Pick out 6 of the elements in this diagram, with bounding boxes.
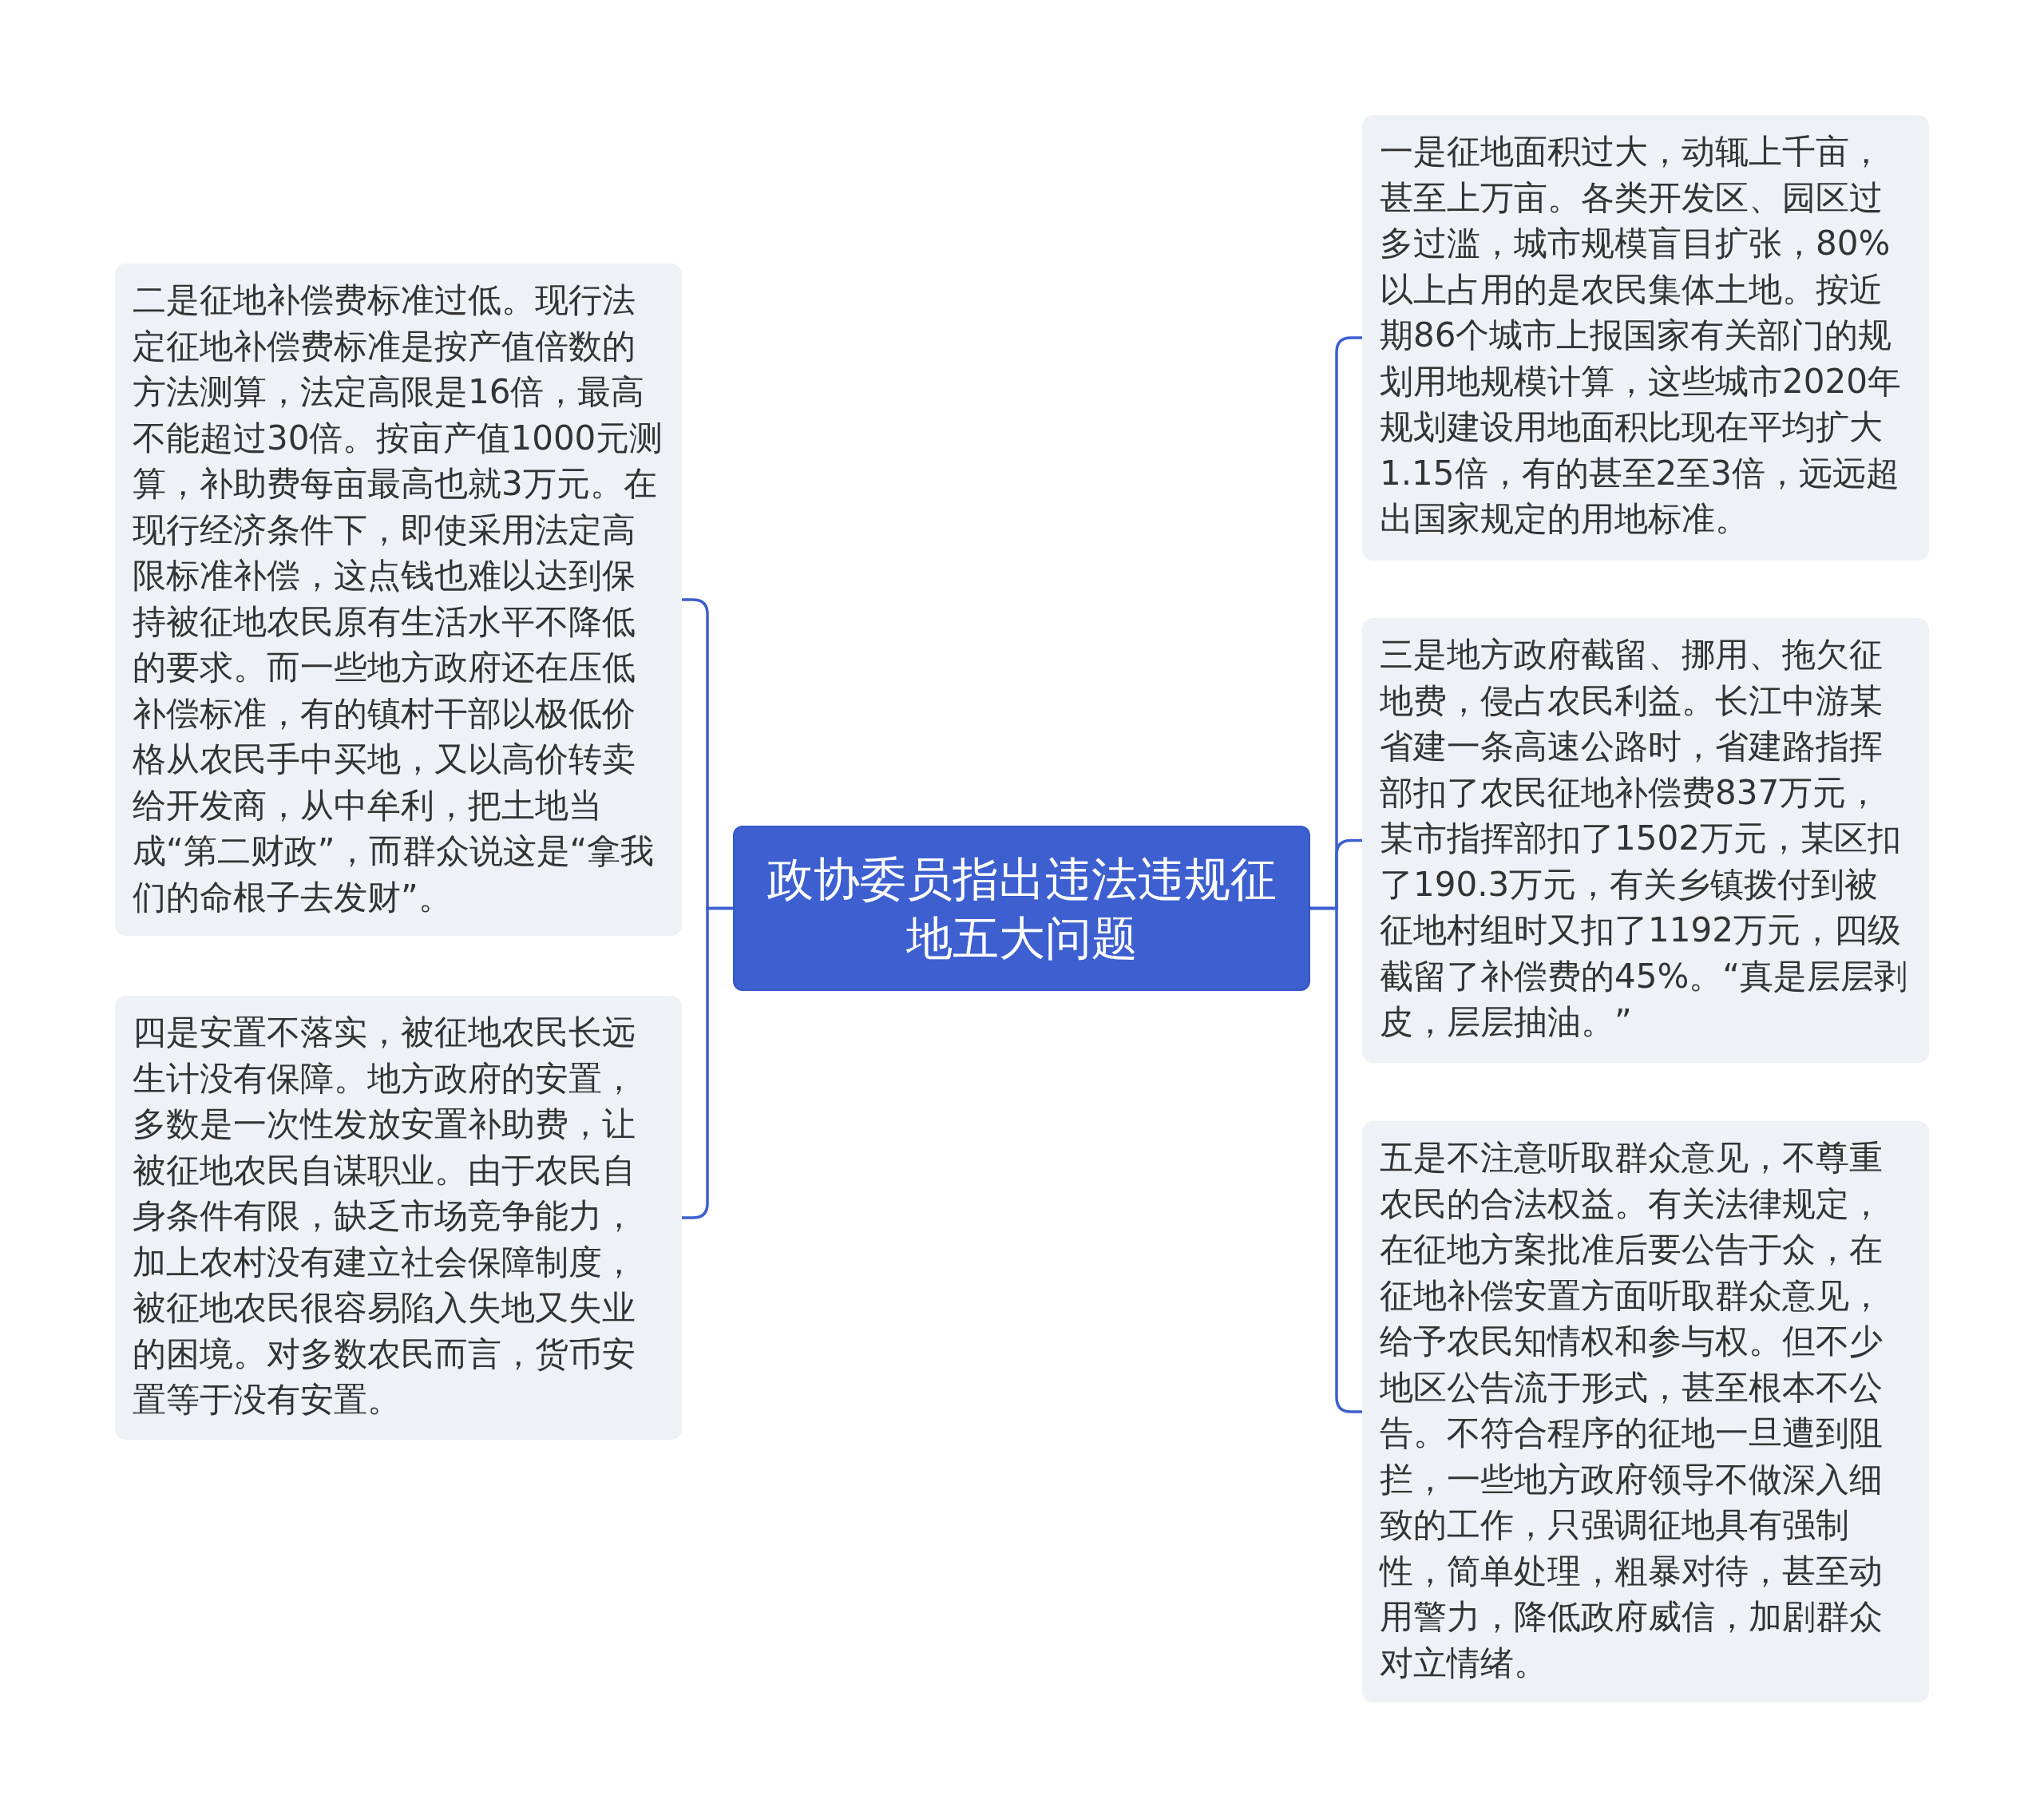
subtopic-box: 一是征地面积过大，动辄上千亩，甚至上万亩。各类开发区、园区过多过滥，城市规模盲目扩张，80%以上占用的是农民集体土地。按近期86个城市上报国家有关部门的规划用地规模计算，这些城市2020年规划建设用地面积比现在平均扩大1.15倍，有的甚至2至3倍，远远超出国家规定的用地标准。 bbox=[1362, 115, 1929, 561]
subtopic-box: 五是不注意听取群众意见，不尊重农民的合法权益。有关法律规定，在征地方案批准后要公告于众，在征地补偿安置方面听取群众意见，给予农民知情权和参与权。但不少地区公告流于形式，甚至根本不公告。不符合程序的征地一旦遭到阻拦，一些地方政府领导不做深入细致的工作，只强调征地具有强制性，简单处理，粗暴对待，甚至动用警力，降低政府威信，加剧群众对立情绪。 bbox=[1362, 1121, 1929, 1702]
central-topic-box: 政协委员指出违法违规征地五大问题 bbox=[733, 826, 1310, 991]
subtopic-box: 二是征地补偿费标准过低。现行法定征地补偿费标准是按产值倍数的方法测算，法定高限是16倍，最高不能超过30倍。按亩产值1000元测算，补助费每亩最高也就3万元。在现行经济条件下，即使采用法定高限标准补偿，这点钱也难以达到保持被征地农民原有生活水平不降低的要求。而一些地方政府还在压低补偿标准，有的镇村干部以极低价格从农民手中买地，又以高价转卖给开发商，从中牟利，把土地当成“第二财政”，而群众说这是“拿我们的命根子去发财”。 bbox=[115, 264, 682, 936]
subtopic-box: 三是地方政府截留、挪用、拖欠征地费，侵占农民利益。长江中游某省建一条高速公路时，省建路指挥部扣了农民征地补偿费837万元，某市指挥部扣了1502万元，某区扣了190.3万元，有关乡镇拨付到被征地村组时又扣了1192万元，四级截留了补偿费的45%。“真是层层剥皮，层层抽油。” bbox=[1362, 618, 1929, 1063]
subtopic-box: 四是安置不落实，被征地农民长远生计没有保障。地方政府的安置，多数是一次性发放安置补助费，让被征地农民自谋职业。由于农民自身条件有限，缺乏市场竞争能力，加上农村没有建立社会保障制度，被征地农民很容易陷入失地又失业的困境。对多数农民而言，货币安置等于没有安置。 bbox=[115, 996, 682, 1440]
